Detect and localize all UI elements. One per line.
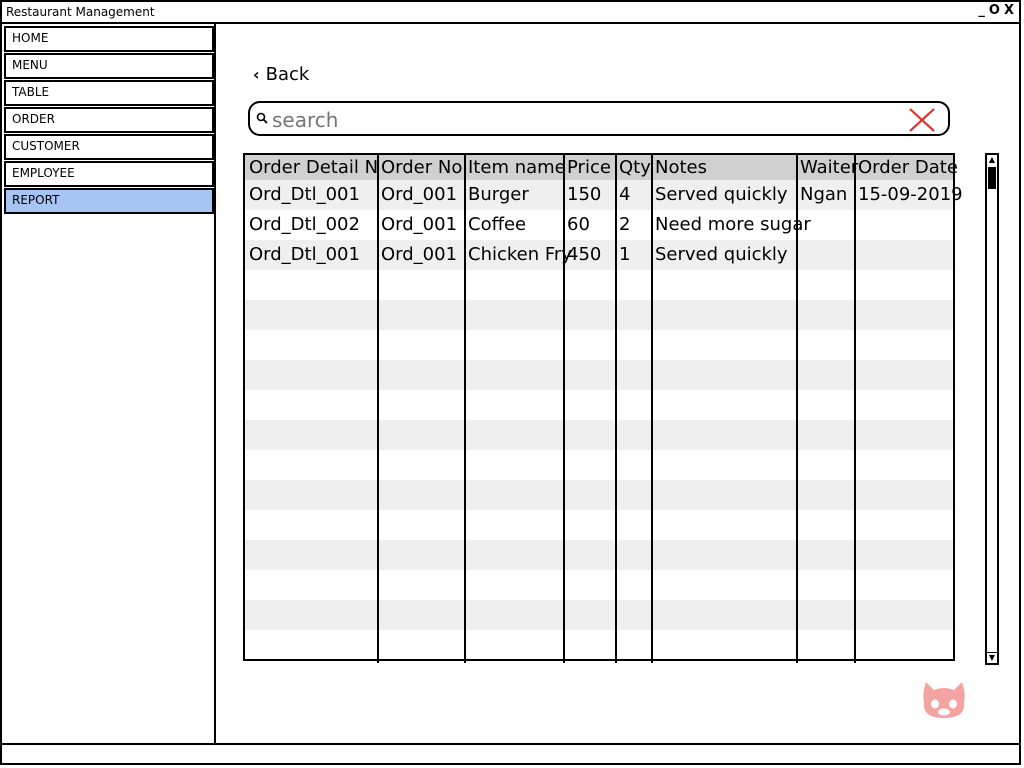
sidebar-item-menu[interactable]: MENU (4, 53, 214, 79)
minimize-icon[interactable]: _ (978, 3, 986, 18)
column-header-order-no[interactable]: Order No (381, 157, 463, 178)
search-input[interactable] (270, 106, 894, 134)
column-header-price[interactable]: Price (567, 157, 611, 178)
cell-waiter (796, 210, 854, 240)
sidebar-item-home[interactable]: HOME (4, 26, 214, 52)
table-row[interactable]: Ord_Dtl_002 Ord_001 Coffee 60 2 Need mor… (245, 210, 953, 240)
cell-qty: 4 (619, 184, 631, 205)
close-icon[interactable]: X (1003, 3, 1015, 18)
cell-item-name: Coffee (468, 214, 527, 235)
cell-order-no: Ord_001 (381, 214, 458, 235)
chevron-left-icon: ‹ (253, 65, 260, 84)
cell-qty: 1 (619, 244, 631, 265)
cell-qty: 2 (619, 214, 631, 235)
column-divider[interactable] (563, 155, 565, 663)
maximize-icon[interactable]: O (988, 3, 1001, 18)
scrollbar-thumb[interactable] (988, 167, 996, 189)
cell-item-name: Chicken Fry (468, 244, 572, 265)
scroll-down-icon[interactable]: ▼ (987, 652, 997, 662)
cell-price: 150 (567, 184, 602, 205)
table-header: Order Detail N Order No Item name Price … (245, 155, 958, 180)
table-row-stripe (245, 600, 953, 630)
table-row-stripe (245, 300, 953, 330)
sidebar-item-customer[interactable]: CUSTOMER (4, 134, 214, 160)
cell-waiter (796, 240, 854, 270)
search-box (248, 101, 950, 136)
table-row-stripe (245, 480, 953, 510)
table-row-stripe (245, 240, 953, 270)
cell-order-date (854, 210, 953, 240)
cell-order-detail-no: Ord_Dtl_001 (249, 244, 360, 265)
cell-order-date (854, 240, 953, 270)
scroll-up-icon[interactable]: ▲ (988, 155, 996, 164)
cell-notes: Need more sugar (655, 214, 811, 235)
sidebar-item-employee[interactable]: EMPLOYEE (4, 161, 214, 187)
column-divider[interactable] (651, 155, 653, 663)
cell-order-detail-no: Ord_Dtl_001 (249, 184, 360, 205)
column-divider[interactable] (796, 155, 798, 663)
cell-notes: Served quickly (655, 244, 788, 265)
table-row-stripe (245, 540, 953, 570)
window-title: Restaurant Management (6, 5, 155, 19)
cell-item-name: Burger (468, 184, 529, 205)
cell-order-no: Ord_001 (381, 184, 458, 205)
back-button[interactable]: ‹ Back (253, 64, 309, 85)
table-row[interactable]: Ord_Dtl_001 Ord_001 Chicken Fry 450 1 Se… (245, 240, 953, 270)
cell-waiter: Ngan (800, 184, 848, 205)
table-row-stripe (245, 180, 953, 210)
sidebar-item-order[interactable]: ORDER (4, 107, 214, 133)
title-bar: Restaurant Management _ O X (2, 2, 1019, 24)
cell-notes: Served quickly (655, 184, 788, 205)
column-divider[interactable] (377, 155, 379, 663)
column-header-order-date[interactable]: Order Date (858, 157, 958, 178)
sidebar: HOME MENU TABLE ORDER CUSTOMER EMPLOYEE … (2, 24, 216, 744)
order-detail-table: Order Detail N Order No Item name Price … (243, 153, 963, 663)
window-controls: _ O X (978, 3, 1015, 18)
search-icon (256, 112, 268, 124)
cell-order-detail-no: Ord_Dtl_002 (249, 214, 360, 235)
vertical-scrollbar[interactable]: ▲ ▼ (985, 153, 999, 665)
clear-search-icon[interactable] (908, 107, 936, 133)
column-header-waiter[interactable]: Waiter (800, 157, 859, 178)
cell-order-date: 15-09-2019 (858, 184, 963, 205)
column-divider[interactable] (615, 155, 617, 663)
octocat-logo-icon (923, 682, 965, 718)
cell-price: 60 (567, 214, 590, 235)
sidebar-item-table[interactable]: TABLE (4, 80, 214, 106)
cell-order-no: Ord_001 (381, 244, 458, 265)
column-header-qty[interactable]: Qty (619, 157, 651, 178)
column-header-notes[interactable]: Notes (655, 157, 707, 178)
column-header-order-detail-no[interactable]: Order Detail N (249, 157, 379, 178)
table-row[interactable]: Ord_Dtl_001 Ord_001 Burger 150 4 Served … (245, 180, 963, 210)
column-header-item-name[interactable]: Item name (468, 157, 566, 178)
cell-price: 450 (567, 244, 602, 265)
table-row-stripe (245, 360, 953, 390)
column-divider[interactable] (854, 155, 856, 663)
column-divider[interactable] (464, 155, 466, 663)
status-bar (2, 743, 1019, 763)
back-label: Back (265, 64, 310, 85)
sidebar-item-report[interactable]: REPORT (4, 188, 214, 214)
table-row-stripe (245, 420, 953, 450)
